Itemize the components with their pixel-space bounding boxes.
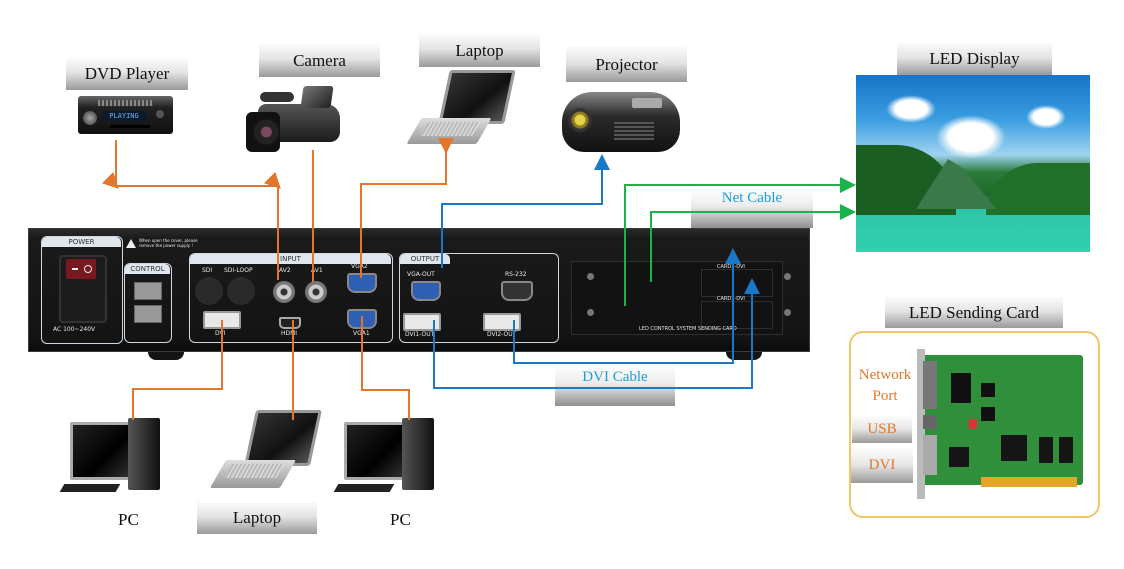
power-panel-title: POWER	[42, 237, 121, 247]
power-switch[interactable]	[66, 259, 96, 279]
card-bay-label: LED CONTROL SYSTEM SENDING CARD	[639, 326, 737, 332]
warning-icon	[126, 239, 136, 248]
input-panel	[189, 253, 393, 343]
port-sdi-loop	[227, 277, 255, 305]
screw	[784, 273, 791, 280]
label-pc-left: PC	[118, 510, 139, 529]
network-port-label-line2: Port	[872, 388, 898, 404]
port-label-av2: AV2	[279, 267, 291, 274]
port-label-dvi2-out: DVI2-OUT	[487, 331, 517, 338]
port-dvi2-out	[483, 313, 521, 331]
usb-label: USB	[852, 415, 912, 443]
cable-dvd-to-av2	[101, 140, 281, 280]
cable-dvi1-to-card1	[433, 278, 760, 389]
port-rs232	[501, 281, 533, 301]
dvi-port	[923, 435, 937, 475]
dvi-cable-label: DVI Cable	[555, 365, 675, 406]
cable-laptop-to-vga2	[360, 138, 454, 278]
label-laptop-top: Laptop	[419, 34, 540, 67]
card1-dvi-label: CARD1-DVI	[717, 296, 745, 302]
screw	[587, 309, 594, 316]
dvd-display-text: PLAYING	[102, 111, 146, 121]
control-panel-title: CONTROL	[125, 264, 170, 274]
screw	[784, 309, 791, 316]
card1-slot	[701, 301, 773, 329]
network-port-label-line1: Network	[858, 367, 912, 383]
port-label-vga2: VGA2	[351, 263, 368, 270]
port-av2	[273, 281, 295, 303]
port-label-hdmi: HDMI	[281, 330, 298, 337]
label-led-display: LED Display	[897, 43, 1052, 75]
label-projector: Projector	[566, 47, 687, 82]
video-processor-device: POWER AC 100~240V When open the cover, p…	[28, 228, 810, 352]
usb-port	[923, 415, 937, 429]
control-port-2	[134, 305, 162, 323]
port-av1	[305, 281, 327, 303]
cable-net-1	[624, 177, 856, 306]
control-port-1	[134, 282, 162, 300]
sending-card-bracket	[917, 349, 925, 499]
port-label-rs232: RS-232	[505, 271, 527, 278]
label-camera: Camera	[259, 44, 380, 77]
cable-vgaout-to-projector	[441, 154, 610, 268]
port-label-dvi: DVI	[215, 330, 226, 337]
label-dvd-player: DVD Player	[66, 58, 188, 90]
port-label-sdi-loop: SDI-LOOP	[224, 267, 253, 274]
cable-dvi2-to-card2	[513, 248, 741, 364]
power-panel	[41, 236, 123, 344]
card2-slot	[701, 269, 773, 297]
port-sdi	[195, 277, 223, 305]
dvd-player-illustration: PLAYING	[78, 96, 173, 140]
cable-pc-to-vga1	[361, 316, 410, 420]
led-display-screen	[856, 75, 1090, 252]
port-label-sdi: SDI	[202, 267, 213, 274]
screw	[587, 273, 594, 280]
warning-text-line2: remove the power supply !	[139, 243, 193, 248]
camera-illustration	[246, 84, 346, 156]
cable-net-2	[650, 204, 856, 282]
label-laptop-bottom: Laptop	[197, 502, 317, 534]
control-panel	[124, 263, 172, 343]
label-led-sending-card: LED Sending Card	[885, 297, 1063, 328]
output-panel-title: OUTPUT	[400, 254, 450, 264]
network-port	[923, 361, 937, 409]
pc-left-illustration	[59, 418, 172, 500]
input-panel-title: INPUT	[190, 254, 391, 264]
port-hdmi	[279, 317, 301, 329]
sending-card-pcb	[921, 355, 1083, 487]
power-rating: AC 100~240V	[53, 326, 96, 333]
port-label-vga-out: VGA-OUT	[407, 271, 435, 278]
dvi-label: DVI	[851, 447, 913, 483]
projector-illustration	[558, 84, 686, 162]
pc-right-illustration	[333, 418, 446, 500]
warning-text-line1: When open the cover, please	[139, 238, 198, 243]
port-label-dvi1-out: DVI1-OUT	[405, 331, 435, 338]
port-dvi1-out	[403, 313, 441, 331]
label-pc-right: PC	[390, 510, 411, 529]
net-cable-label: Net Cable	[691, 188, 813, 228]
output-panel	[399, 253, 559, 343]
port-label-av1: AV1	[311, 267, 323, 274]
card2-dvi-label: CARD2-DVI	[717, 264, 745, 270]
cable-pc-to-dvi	[132, 320, 223, 420]
port-vga-out	[411, 281, 441, 301]
